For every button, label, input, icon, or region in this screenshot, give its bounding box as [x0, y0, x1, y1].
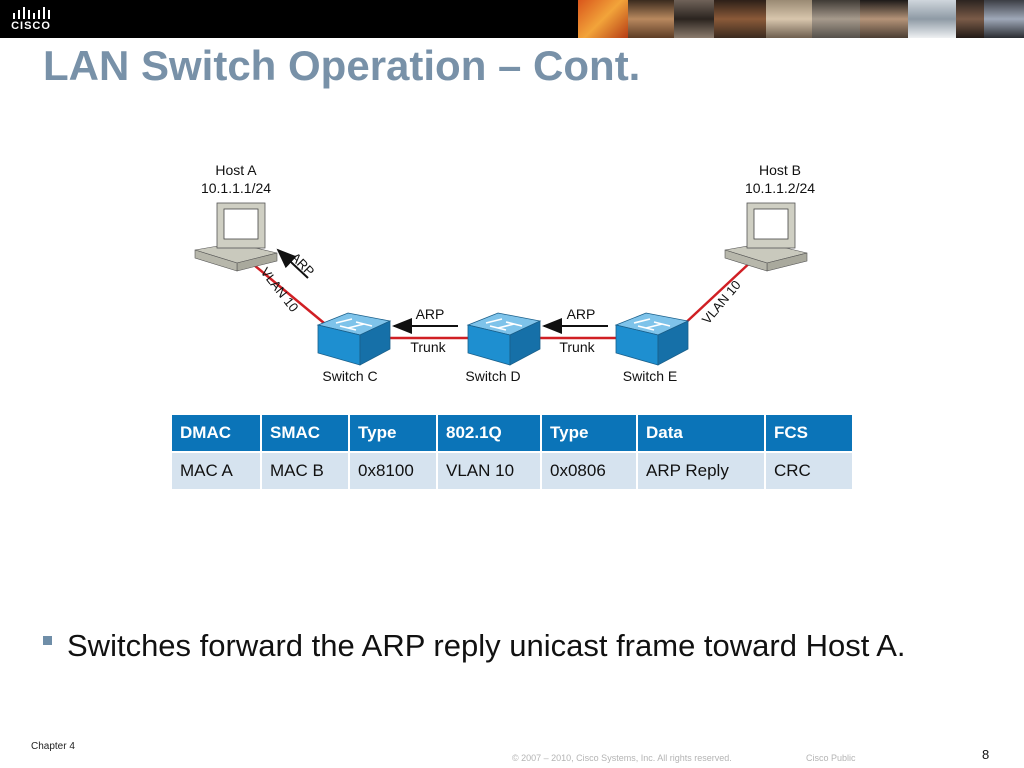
frame-header-cell: SMAC: [262, 415, 348, 451]
network-diagram: Host A 10.1.1.1/24 Host B 10.1.1.2/24 VL…: [194, 162, 815, 384]
frame-value-cell: CRC: [766, 453, 852, 489]
arp-label-cd: ARP: [416, 306, 445, 322]
host-a-name: Host A: [215, 162, 257, 178]
arp-label-de: ARP: [567, 306, 596, 322]
link-host-a-switch-c: [241, 254, 331, 329]
switch-e-icon: [614, 312, 690, 366]
footer-classification: Cisco Public: [806, 753, 856, 763]
host-a-computer-icon: [194, 202, 278, 272]
switch-e-label: Switch E: [623, 368, 677, 384]
footer-copyright: © 2007 – 2010, Cisco Systems, Inc. All r…: [512, 753, 732, 763]
switch-d-label: Switch D: [465, 368, 520, 384]
page-number: 8: [982, 747, 990, 762]
frame-table: DMAC SMAC Type 802.1Q Type Data FCS MAC …: [170, 413, 854, 491]
photo-7: [860, 0, 908, 38]
trunk-label-cd: Trunk: [410, 339, 446, 355]
photo-10: [984, 0, 1024, 38]
host-b-name: Host B: [759, 162, 801, 178]
photo-strip: [578, 0, 1024, 38]
frame-value-cell: VLAN 10: [438, 453, 540, 489]
frame-table-value-row: MAC A MAC B 0x8100 VLAN 10 0x0806 ARP Re…: [172, 453, 852, 489]
frame-value-cell: MAC B: [262, 453, 348, 489]
host-b-computer-icon: [724, 202, 808, 272]
frame-header-cell: DMAC: [172, 415, 260, 451]
frame-header-cell: Data: [638, 415, 764, 451]
photo-9: [956, 0, 984, 38]
photo-8: [908, 0, 956, 38]
logo-text: CISCO: [11, 20, 51, 32]
frame-value-cell: 0x0806: [542, 453, 636, 489]
frame-value-cell: ARP Reply: [638, 453, 764, 489]
arp-label-host-a: ARP: [288, 250, 318, 280]
photo-2: [628, 0, 674, 38]
frame-value-cell: MAC A: [172, 453, 260, 489]
trunk-label-de: Trunk: [559, 339, 595, 355]
photo-1: [578, 0, 628, 38]
switch-c-label: Switch C: [322, 368, 377, 384]
bullet-square-icon: [43, 636, 52, 645]
frame-header-cell: Type: [350, 415, 436, 451]
frame-value-cell: 0x8100: [350, 453, 436, 489]
cisco-logo: CISCO: [0, 0, 62, 38]
footer-chapter: Chapter 4: [31, 741, 75, 752]
host-b-ip: 10.1.1.2/24: [745, 180, 815, 196]
switch-d-icon: [466, 312, 542, 366]
photo-6: [812, 0, 860, 38]
photo-3: [674, 0, 714, 38]
vlan-label-right: VLAN 10: [699, 277, 744, 327]
photo-5: [766, 0, 812, 38]
host-a-ip: 10.1.1.1/24: [201, 180, 271, 196]
arp-arrow-to-host-a: [276, 248, 309, 279]
link-switch-e-host-b: [679, 257, 756, 329]
cisco-bars-icon: [13, 7, 50, 19]
frame-table-header-row: DMAC SMAC Type 802.1Q Type Data FCS: [172, 415, 852, 451]
frame-header-cell: Type: [542, 415, 636, 451]
photo-4: [714, 0, 766, 38]
frame-header-cell: FCS: [766, 415, 852, 451]
frame-header-cell: 802.1Q: [438, 415, 540, 451]
switch-c-icon: [316, 312, 392, 366]
vlan-label-left: VLAN 10: [258, 265, 302, 315]
slide-title: LAN Switch Operation – Cont.: [43, 42, 641, 89]
bullet-text: Switches forward the ARP reply unicast f…: [67, 628, 906, 663]
